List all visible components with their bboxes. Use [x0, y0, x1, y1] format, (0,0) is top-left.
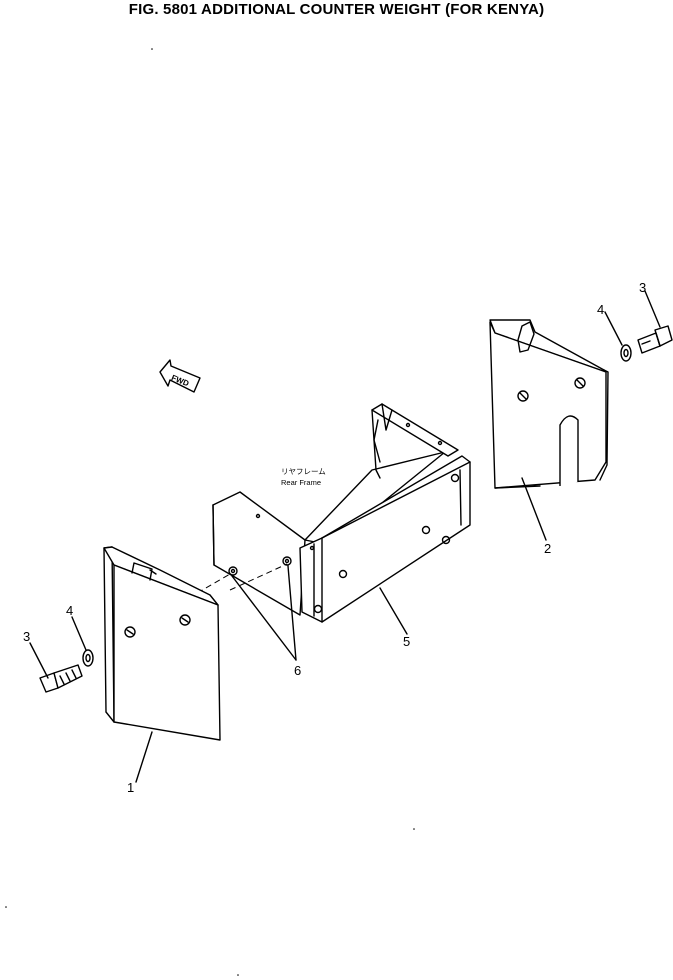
callout-part-5: 5 [403, 634, 410, 649]
bolt-right [637, 325, 673, 354]
leader-lines [29, 290, 661, 783]
bolt-left [39, 664, 83, 693]
callout-part-1: 1 [127, 780, 134, 795]
callout-part-6: 6 [294, 663, 301, 678]
speck [413, 828, 415, 830]
callout-part-3-right: 3 [639, 280, 646, 295]
counterweight-left [103, 546, 221, 741]
speck [237, 974, 239, 976]
figure-title: FIG. 5801 ADDITIONAL COUNTER WEIGHT (FOR… [128, 1, 545, 18]
speck [5, 906, 7, 908]
rear-frame-bracket [212, 403, 471, 623]
rear-frame-label-jp: リヤフレーム [281, 467, 326, 476]
rear-frame-label-en: Rear Frame [281, 478, 321, 487]
callout-part-2: 2 [544, 541, 551, 556]
washer-left [82, 649, 94, 667]
callout-part-3-left: 3 [23, 629, 30, 644]
callout-part-4-right: 4 [597, 302, 604, 317]
counterweight-right [489, 319, 609, 489]
callout-part-4-left: 4 [66, 603, 73, 618]
washer-right [620, 344, 632, 362]
speck [151, 48, 153, 50]
fwd-arrow: FWD [159, 359, 201, 393]
